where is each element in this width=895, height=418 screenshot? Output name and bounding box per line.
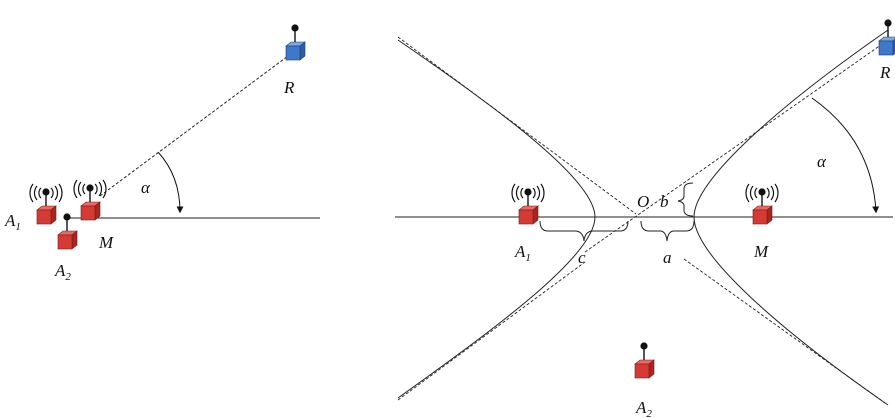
left-label-a1: A1	[4, 211, 21, 233]
brace-c	[539, 220, 629, 242]
right-label-c: c	[578, 248, 586, 267]
asymptote-4	[397, 261, 586, 401]
anchor-a2-icon	[57, 212, 78, 250]
right-label-a2: A2	[635, 398, 652, 418]
brace-b	[677, 182, 694, 217]
left-label-m: M	[98, 233, 114, 252]
right-label-o: O	[637, 192, 649, 211]
hyperbola-right-branch	[693, 29, 889, 406]
right-angle-arc	[811, 97, 880, 214]
right-label-a: a	[663, 248, 672, 267]
left-label-r: R	[283, 78, 295, 97]
left-panel: R α A1 M A2	[4, 23, 320, 283]
left-dashed-line-to-r	[99, 55, 289, 197]
anchor-a2-icon	[634, 341, 655, 379]
anchor-m-icon	[73, 179, 107, 221]
right-label-b: b	[660, 192, 669, 211]
brace-a	[640, 220, 695, 242]
right-label-m: M	[753, 242, 769, 261]
right-label-r: R	[879, 63, 891, 82]
left-label-alpha: α	[141, 178, 151, 197]
robot-r-icon	[285, 23, 306, 61]
asymptote-1	[397, 36, 637, 215]
anchor-m-icon	[745, 183, 779, 225]
hyperbola-left-branch	[397, 39, 596, 399]
asymptote-3	[584, 39, 889, 253]
anchor-a1-icon	[511, 183, 545, 225]
right-panel: R α O b A1 c a M A2	[395, 18, 895, 418]
right-label-a1: A1	[514, 242, 531, 264]
anchor-a1-icon	[29, 183, 63, 225]
robot-r-icon	[878, 18, 895, 56]
right-label-alpha: α	[817, 152, 827, 171]
left-angle-arc	[157, 151, 184, 214]
left-label-a2: A2	[54, 261, 71, 283]
